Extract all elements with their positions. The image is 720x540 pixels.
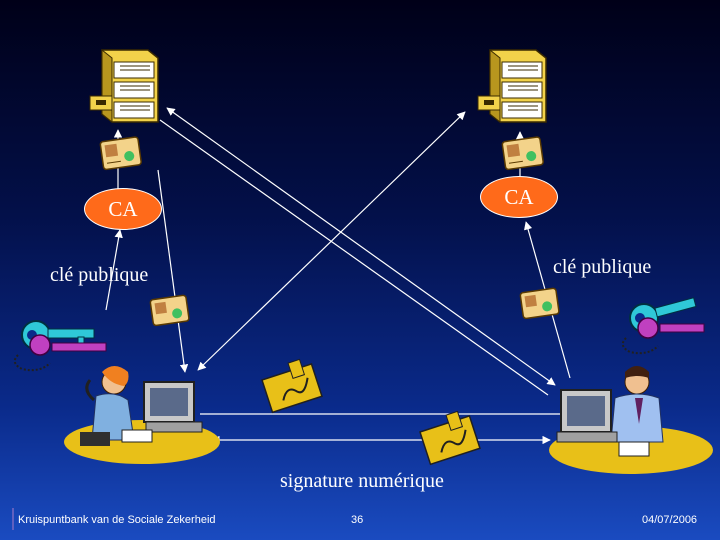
arrow-left-ca-to-person <box>105 229 123 311</box>
footer-date: 04/07/2006 <box>642 514 698 526</box>
ca-right-label: CA <box>504 184 534 209</box>
signed-document-icon-lower <box>419 410 481 466</box>
signed-document-icon-upper <box>261 358 323 414</box>
digital-signature-label: signature numérique <box>280 470 444 492</box>
public-key-icon-right <box>621 297 705 355</box>
arrow-left-server-to-left-person <box>157 169 189 373</box>
certificate-icon-left-key <box>149 294 190 327</box>
arrows <box>105 107 571 445</box>
footer-page-number: 36 <box>351 514 364 526</box>
certificate-icon-left-top <box>99 136 142 171</box>
ca-left-label: CA <box>108 196 138 221</box>
certificate-icon-right-top <box>501 136 544 171</box>
footer-divider <box>12 508 14 530</box>
public-key-label-right: clé publique <box>553 256 652 278</box>
ca-right-oval: CA <box>480 176 558 218</box>
public-key-icon-left <box>13 320 107 372</box>
right-server-cabinet-icon <box>477 48 547 124</box>
certificate-icon-right-key <box>519 287 560 320</box>
left-server-cabinet-icon <box>89 48 159 124</box>
arrow-cross-lower <box>159 119 549 396</box>
footer-organization: Kruispuntbank van de Sociale Zekerheid <box>18 514 216 526</box>
ca-left-oval: CA <box>84 188 162 230</box>
public-key-label-left: clé publique <box>50 264 149 286</box>
right-person-computer-icon <box>549 366 713 474</box>
left-person-computer-icon <box>64 366 220 464</box>
